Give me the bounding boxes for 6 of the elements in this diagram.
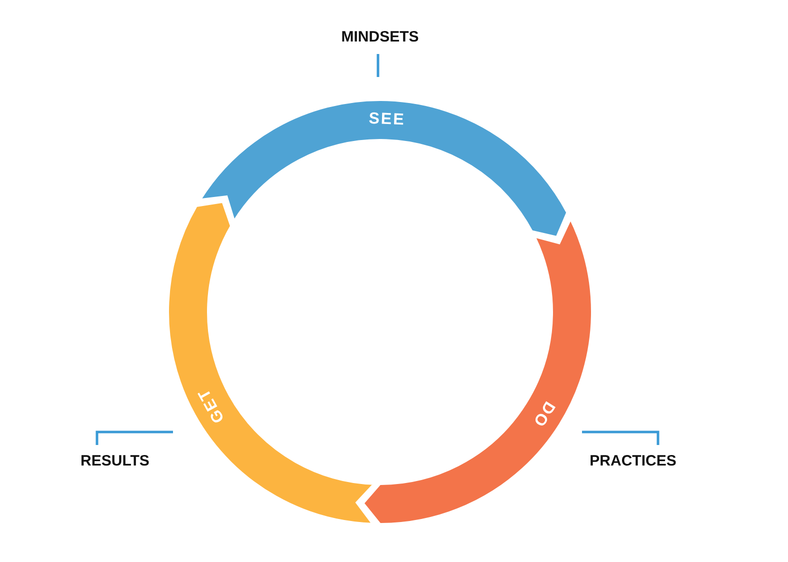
category-label: MINDSETS <box>341 30 419 44</box>
segment-label: GET <box>196 384 228 426</box>
segment-label: SEE <box>368 111 406 129</box>
category-label: PRACTICES <box>590 454 676 468</box>
category-label: RESULTS <box>80 454 150 468</box>
segment-label: DO <box>528 398 557 430</box>
